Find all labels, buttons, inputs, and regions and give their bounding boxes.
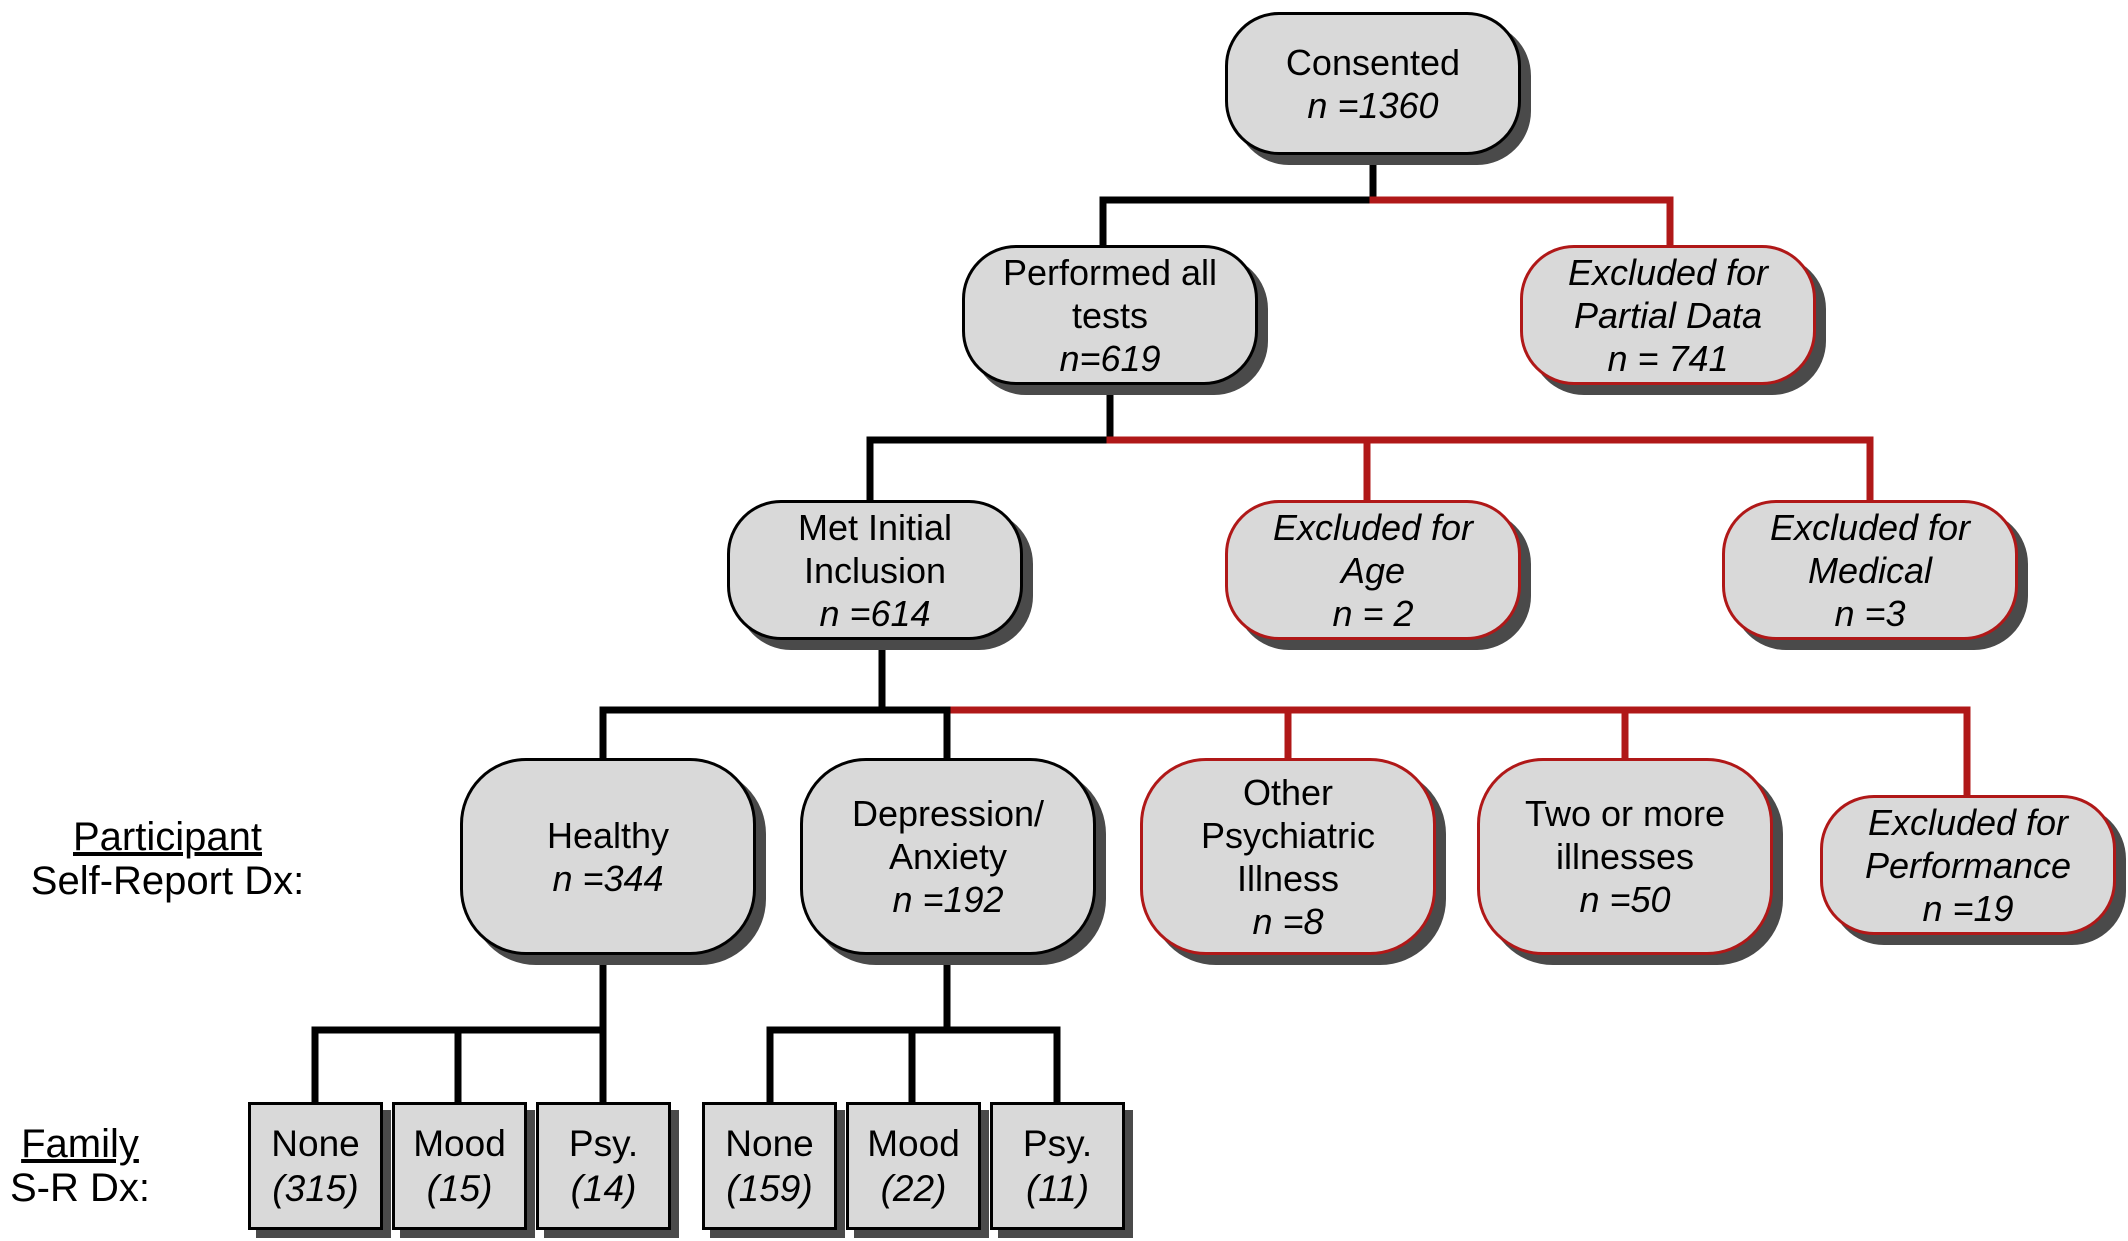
family-count: (15) (426, 1168, 493, 1209)
family-count: (315) (272, 1168, 359, 1209)
family-label-title: Family (21, 1122, 139, 1166)
node-other-title-3: Illness (1236, 857, 1340, 899)
node-medical-title-2: Medical (1807, 549, 1933, 591)
node-met-initial-inclusion: Met Initial Inclusion n =614 (727, 500, 1023, 640)
node-age-title: Excluded for (1272, 506, 1474, 548)
node-other-title: Other (1242, 771, 1334, 813)
family-label: None (725, 1123, 814, 1164)
node-other-title-2: Psychiatric (1200, 814, 1376, 856)
family-label-sub: S-R Dx: (10, 1166, 150, 1210)
node-depression-title-2: Anxiety (888, 836, 1008, 877)
node-performed-title: Performed all (1002, 251, 1218, 293)
node-consented-count: n =1360 (1307, 84, 1439, 126)
node-age-title-2: Age (1340, 549, 1406, 591)
node-medical-title: Excluded for (1769, 506, 1971, 548)
family-depression-mood: Mood (22) (846, 1102, 981, 1230)
node-other-count: n =8 (1252, 900, 1324, 942)
node-excluded-medical: Excluded for Medical n =3 (1722, 500, 2018, 640)
node-two-title: Two or more (1524, 793, 1726, 834)
family-count: (14) (570, 1168, 637, 1209)
participant-label-sub: Self-Report Dx: (30, 859, 305, 903)
node-partial-title: Excluded for (1567, 251, 1769, 293)
node-performance-title: Excluded for (1867, 801, 2069, 843)
family-label: None (271, 1123, 360, 1164)
node-met-title: Met Initial (797, 506, 953, 548)
family-count: (159) (726, 1168, 813, 1209)
node-depression-title: Depression/ (851, 793, 1045, 834)
node-performance-count: n =19 (1922, 887, 2014, 929)
family-label: Mood (867, 1123, 960, 1164)
node-healthy-title: Healthy (546, 814, 670, 856)
node-partial-count: n = 741 (1607, 337, 1729, 379)
node-met-title-2: Inclusion (803, 549, 947, 591)
family-count: (11) (1025, 1168, 1090, 1209)
node-performed-all-tests: Performed all tests n=619 (962, 245, 1258, 385)
node-two-count: n =50 (1579, 879, 1671, 920)
node-other-psychiatric-illness: Other Psychiatric Illness n =8 (1140, 758, 1436, 955)
node-excluded-partial-data: Excluded for Partial Data n = 741 (1520, 245, 1816, 385)
node-excluded-performance: Excluded for Performance n =19 (1820, 795, 2116, 935)
node-performed-title-2: tests (1071, 294, 1149, 336)
family-healthy-mood: Mood (15) (392, 1102, 527, 1230)
node-consented-title: Consented (1285, 41, 1461, 83)
node-consented: Consented n =1360 (1225, 12, 1521, 155)
family-label: Psy. (568, 1123, 639, 1164)
family-label: Psy. (1022, 1123, 1093, 1164)
node-age-count: n = 2 (1332, 592, 1414, 634)
node-performed-count: n=619 (1059, 337, 1161, 379)
node-two-title-2: illnesses (1555, 836, 1695, 877)
node-met-count: n =614 (819, 592, 931, 634)
participant-label-title: Participant (73, 815, 262, 859)
family-depression-none: None (159) (702, 1102, 837, 1230)
family-count: (22) (880, 1168, 947, 1209)
family-healthy-none: None (315) (248, 1102, 383, 1230)
node-performance-title-2: Performance (1864, 844, 2072, 886)
node-two-or-more-illnesses: Two or more illnesses n =50 (1477, 758, 1773, 955)
node-medical-count: n =3 (1834, 592, 1906, 634)
family-healthy-psy: Psy. (14) (536, 1102, 671, 1230)
node-healthy: Healthy n =344 (460, 758, 756, 955)
node-excluded-age: Excluded for Age n = 2 (1225, 500, 1521, 640)
node-healthy-count: n =344 (552, 857, 664, 899)
node-partial-title-2: Partial Data (1573, 294, 1763, 336)
family-dx-label: Family S-R Dx: (0, 1122, 160, 1210)
node-depression-count: n =192 (892, 879, 1004, 920)
family-depression-psy: Psy. (11) (990, 1102, 1125, 1230)
node-depression-anxiety: Depression/ Anxiety n =192 (800, 758, 1096, 955)
participant-dx-label: Participant Self-Report Dx: (0, 815, 335, 903)
family-label: Mood (413, 1123, 506, 1164)
